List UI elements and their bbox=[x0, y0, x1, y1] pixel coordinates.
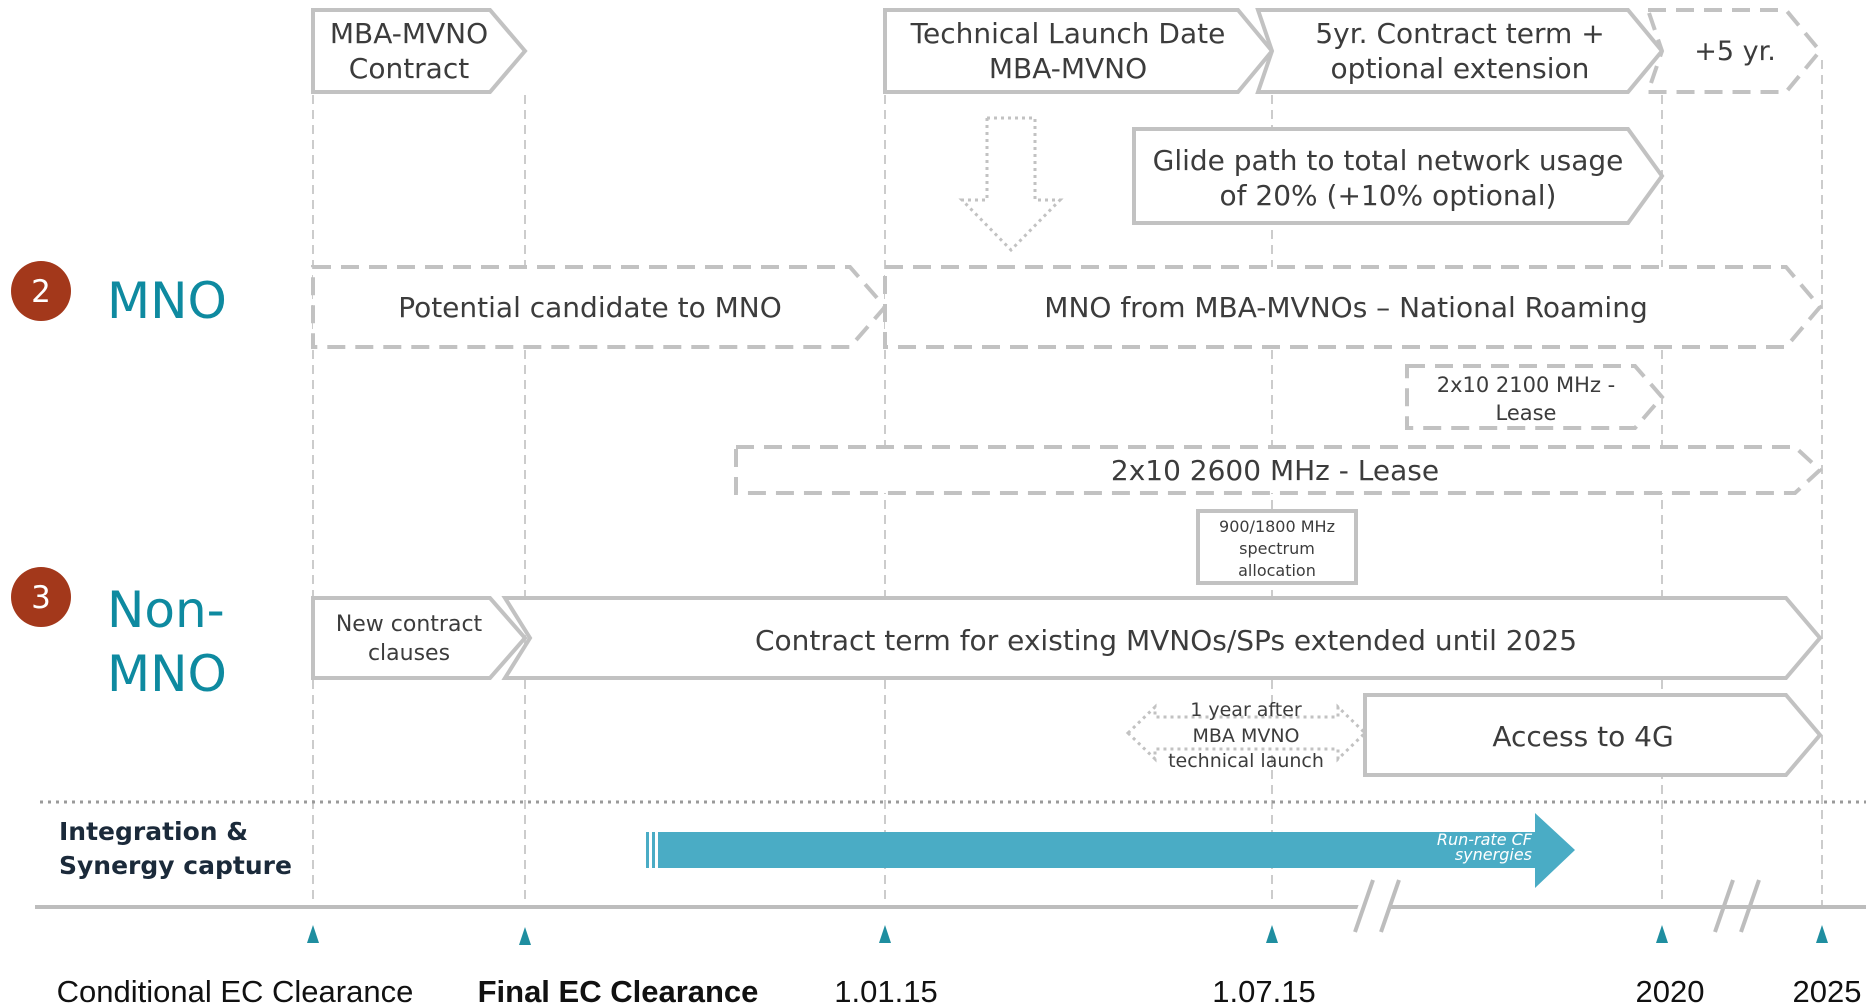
integration-section: Integration & Synergy capture bbox=[59, 817, 292, 880]
contract-term-line2: optional extension bbox=[1331, 52, 1590, 85]
access-4g-label: Access to 4G bbox=[1492, 720, 1673, 753]
tick-conditional-ec bbox=[307, 925, 319, 943]
milestone-01-07-15: 1.07.15 bbox=[1212, 974, 1315, 1005]
glide-path-arrow: Glide path to total network usage of 20%… bbox=[1132, 127, 1665, 225]
section-mno: 2 MNO bbox=[11, 261, 227, 330]
mno-heading: MNO bbox=[107, 272, 227, 330]
integration-label-line1: Integration & bbox=[59, 817, 248, 846]
potential-candidate-arrow: Potential candidate to MNO bbox=[311, 265, 888, 349]
milestone-labels: Conditional EC Clearance Final EC Cleara… bbox=[57, 974, 1862, 1005]
new-clauses-line1: New contract bbox=[336, 612, 483, 637]
spectrum-allocation-box: 900/1800 MHz spectrum allocation bbox=[1196, 509, 1358, 585]
launch-line2: MBA-MVNO bbox=[989, 52, 1147, 85]
tick-2020 bbox=[1656, 925, 1668, 943]
milestone-2020: 2020 bbox=[1636, 974, 1705, 1005]
tick-final-ec bbox=[519, 927, 531, 945]
mba-contract-line2: Contract bbox=[349, 52, 469, 85]
glide-path-line1: Glide path to total network usage bbox=[1153, 144, 1624, 177]
spectrum-line2: spectrum bbox=[1239, 539, 1315, 558]
lease-2600-arrow: 2x10 2600 MHz - Lease bbox=[734, 445, 1823, 495]
tick-01-01-15 bbox=[879, 925, 891, 943]
non-mno-heading-line2: MNO bbox=[107, 645, 227, 703]
contract-term-line1: 5yr. Contract term + bbox=[1315, 17, 1604, 50]
non-mno-heading-line1: Non- bbox=[107, 581, 225, 639]
milestone-conditional-ec: Conditional EC Clearance bbox=[57, 974, 414, 1005]
mba-mvno-contract-arrow: MBA-MVNO Contract bbox=[311, 8, 528, 94]
contract-term-arrow: 5yr. Contract term + optional extension bbox=[1255, 8, 1665, 94]
badge-3 bbox=[11, 567, 71, 627]
lease-2600-label: 2x10 2600 MHz - Lease bbox=[1111, 454, 1439, 487]
spectrum-line3: allocation bbox=[1238, 561, 1316, 580]
down-arrow bbox=[958, 116, 1064, 253]
new-contract-clauses-arrow: New contract clauses bbox=[311, 596, 528, 680]
national-roaming-label: MNO from MBA-MVNOs – National Roaming bbox=[1044, 291, 1647, 324]
tick-2025 bbox=[1816, 925, 1828, 943]
extension-arrow: +5 yr. bbox=[1645, 8, 1823, 94]
one-year-line3: technical launch bbox=[1168, 750, 1324, 772]
lease-2100-line1: 2x10 2100 MHz - bbox=[1437, 373, 1616, 397]
badge-2 bbox=[11, 261, 71, 321]
one-year-double-arrow: 1 year after MBA MVNO technical launch bbox=[1125, 699, 1368, 772]
synergy-arrow: Run-rate CF synergies bbox=[646, 813, 1575, 888]
milestone-guides bbox=[312, 60, 1823, 905]
badge-3-number: 3 bbox=[31, 580, 51, 616]
badge-2-number: 2 bbox=[31, 274, 51, 310]
access-4g-arrow: Access to 4G bbox=[1363, 693, 1823, 777]
axis-breaks bbox=[1346, 872, 1761, 937]
milestone-final-ec: Final EC Clearance bbox=[478, 974, 759, 1005]
launch-line1: Technical Launch Date bbox=[910, 17, 1226, 50]
technical-launch-arrow: Technical Launch Date MBA-MVNO bbox=[883, 8, 1275, 94]
synergy-label-line1: Run-rate CF bbox=[1437, 830, 1533, 849]
milestone-ticks bbox=[307, 925, 1828, 945]
synergy-label-line2: synergies bbox=[1455, 845, 1532, 864]
lease-2100-arrow: 2x10 2100 MHz - Lease bbox=[1405, 364, 1665, 430]
section-non-mno: 3 Non- MNO bbox=[11, 567, 227, 703]
candidate-label: Potential candidate to MNO bbox=[398, 291, 782, 324]
one-year-line2: MBA MVNO bbox=[1192, 725, 1299, 747]
milestone-01-01-15: 1.01.15 bbox=[834, 974, 937, 1005]
glide-path-line2: of 20% (+10% optional) bbox=[1220, 179, 1557, 212]
one-year-line1: 1 year after bbox=[1190, 699, 1302, 721]
lease-2100-line2: Lease bbox=[1496, 401, 1557, 425]
milestone-2025: 2025 bbox=[1793, 974, 1862, 1005]
new-clauses-line2: clauses bbox=[368, 641, 450, 666]
contract-extended-label: Contract term for existing MVNOs/SPs ext… bbox=[755, 624, 1577, 657]
mba-contract-line1: MBA-MVNO bbox=[330, 17, 488, 50]
national-roaming-arrow: MNO from MBA-MVNOs – National Roaming bbox=[883, 265, 1823, 349]
integration-label-line2: Synergy capture bbox=[59, 851, 292, 880]
contract-extended-arrow: Contract term for existing MVNOs/SPs ext… bbox=[501, 596, 1823, 680]
tick-01-07-15 bbox=[1266, 925, 1278, 943]
extension-label: +5 yr. bbox=[1694, 36, 1776, 67]
spectrum-line1: 900/1800 MHz bbox=[1219, 517, 1335, 536]
